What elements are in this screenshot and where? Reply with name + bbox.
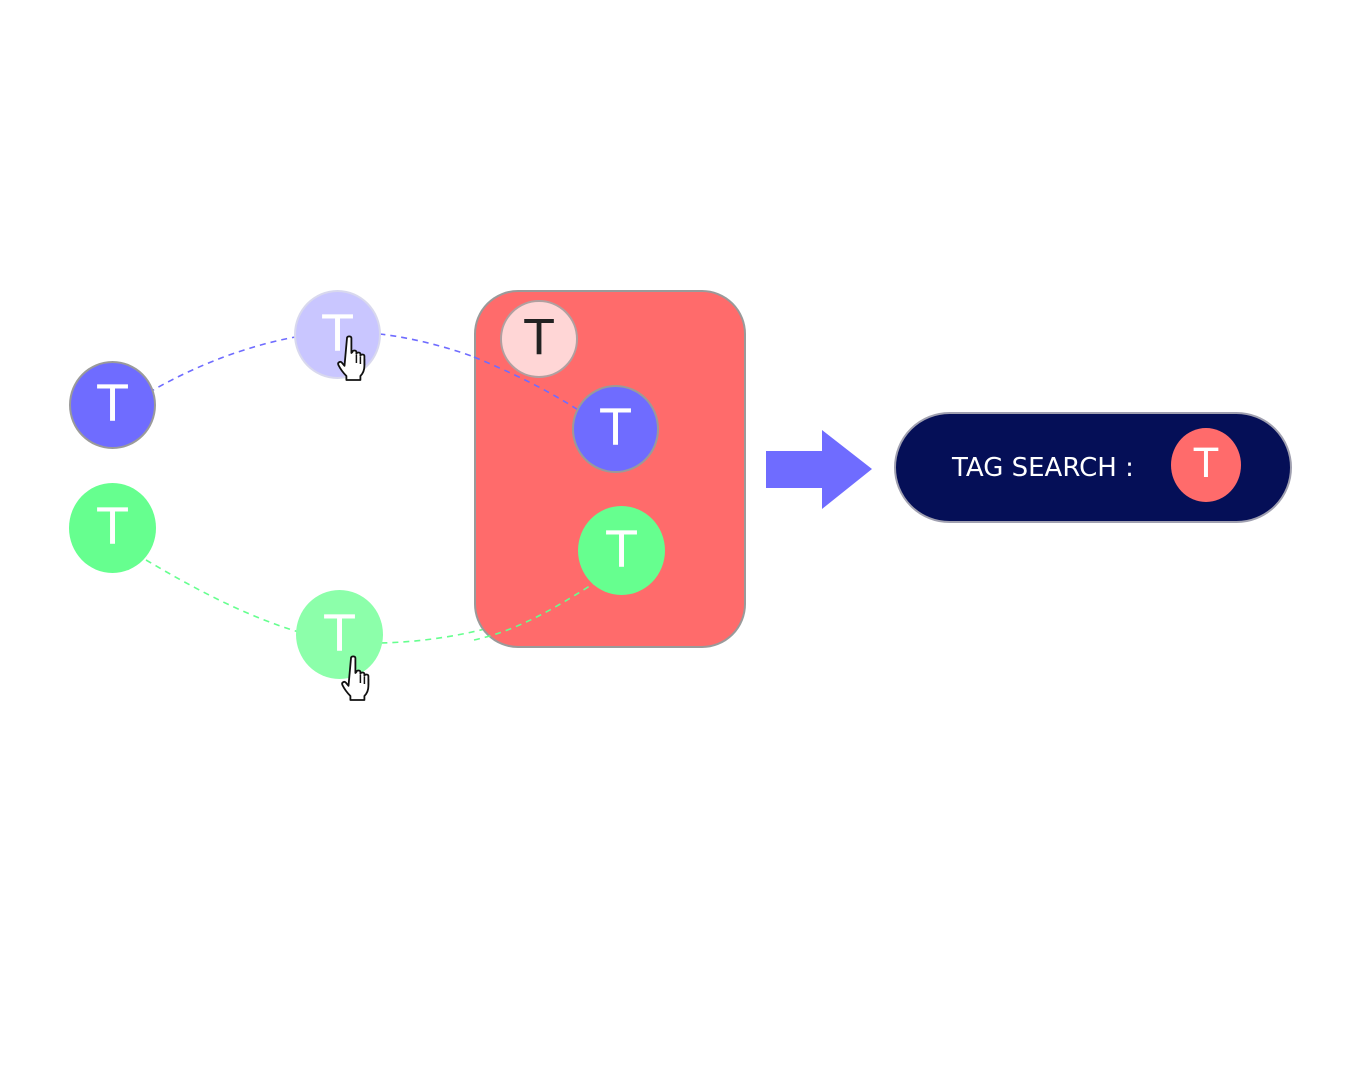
right-arrow-icon — [766, 430, 872, 509]
group-green-tag[interactable]: T — [578, 506, 665, 595]
green-tag-source[interactable]: T — [69, 483, 156, 573]
green-tag-dragging[interactable]: T — [296, 590, 383, 679]
group-header-tag[interactable]: T — [500, 300, 578, 378]
hand-pointer-icon — [341, 655, 370, 701]
tag-search-bar[interactable]: TAG SEARCH : T — [894, 412, 1292, 523]
hand-pointer-icon — [337, 335, 366, 381]
group-blue-tag[interactable]: T — [572, 385, 659, 473]
search-tag[interactable]: T — [1171, 428, 1241, 502]
blue-tag-source[interactable]: T — [69, 361, 156, 449]
blue-tag-dragging[interactable]: T — [294, 290, 381, 379]
tag-search-label: TAG SEARCH : — [952, 452, 1134, 483]
